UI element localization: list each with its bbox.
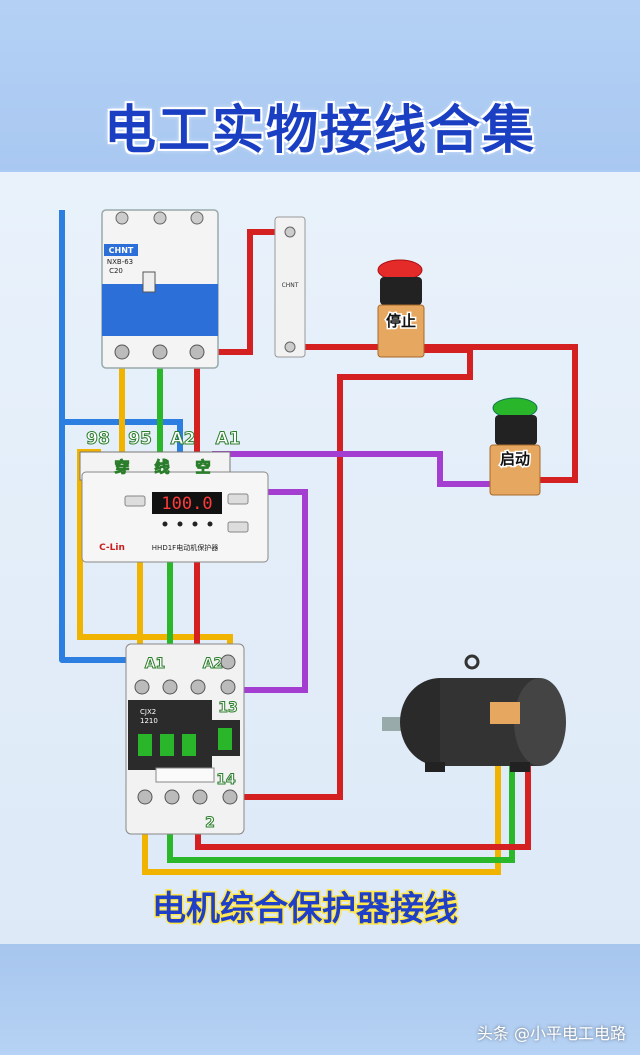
neutral-wire <box>59 210 130 663</box>
start-label: 启动 <box>500 450 530 468</box>
contactor-code: 1210 <box>140 717 158 725</box>
relay-brand: CHNT <box>282 282 299 289</box>
breaker-rating: C20 <box>109 267 123 275</box>
terminal-95: 95 <box>128 429 152 449</box>
diagram-subtitle: 电机综合保护器接线 <box>152 889 458 929</box>
circuit-breaker[interactable]: CHNT NXB-63 C20 <box>101 209 219 369</box>
contactor-2: 2 <box>205 815 215 831</box>
breaker-model: NXB-63 <box>107 258 133 266</box>
relay-module[interactable]: CHNT <box>274 216 306 358</box>
neutral-wire-2 <box>62 419 183 457</box>
motor-protector[interactable]: 98 95 A2 A1 穿 线 空 100.0 C-Lin HHD1F电动机保护… <box>79 429 269 563</box>
start-button[interactable]: 启动 <box>489 397 541 496</box>
page-title: 电工实物接线合集 <box>103 101 536 161</box>
wiring-diagram: CHNT NXB-63 C20 CHNT 停止 启动 98 95 A2 A1 穿 <box>59 209 578 931</box>
hole-label-3: 空 <box>195 458 210 476</box>
contactor-13: 13 <box>218 700 237 716</box>
protector-display: 100.0 <box>161 494 212 514</box>
contactor-model: CJX2 <box>140 708 156 716</box>
terminal-a1: A1 <box>216 429 241 449</box>
protector-model: HHD1F电动机保护器 <box>152 543 218 552</box>
footer-band <box>0 944 640 1055</box>
motor[interactable] <box>382 654 566 772</box>
breaker-brand: CHNT <box>109 246 134 255</box>
control-red-1 <box>200 229 295 355</box>
stop-button[interactable]: 停止 <box>377 259 425 358</box>
header-band <box>0 0 640 170</box>
watermark: 头条 @小平电工电路 <box>476 1024 626 1043</box>
hole-label-1: 穿 <box>114 458 129 476</box>
contactor-a1: A1 <box>145 656 166 672</box>
protector-brand: C-Lin <box>99 543 125 553</box>
contactor-a2: A2 <box>203 656 224 672</box>
hole-label-2: 线 <box>154 458 169 476</box>
terminal-a2: A2 <box>171 429 196 449</box>
terminal-98: 98 <box>86 429 110 449</box>
contactor-14: 14 <box>216 772 236 788</box>
control-red-3 <box>240 347 473 800</box>
contactor[interactable]: A1 A2 13 CJX2 1210 14 2 <box>125 643 245 835</box>
stop-label: 停止 <box>386 312 416 330</box>
